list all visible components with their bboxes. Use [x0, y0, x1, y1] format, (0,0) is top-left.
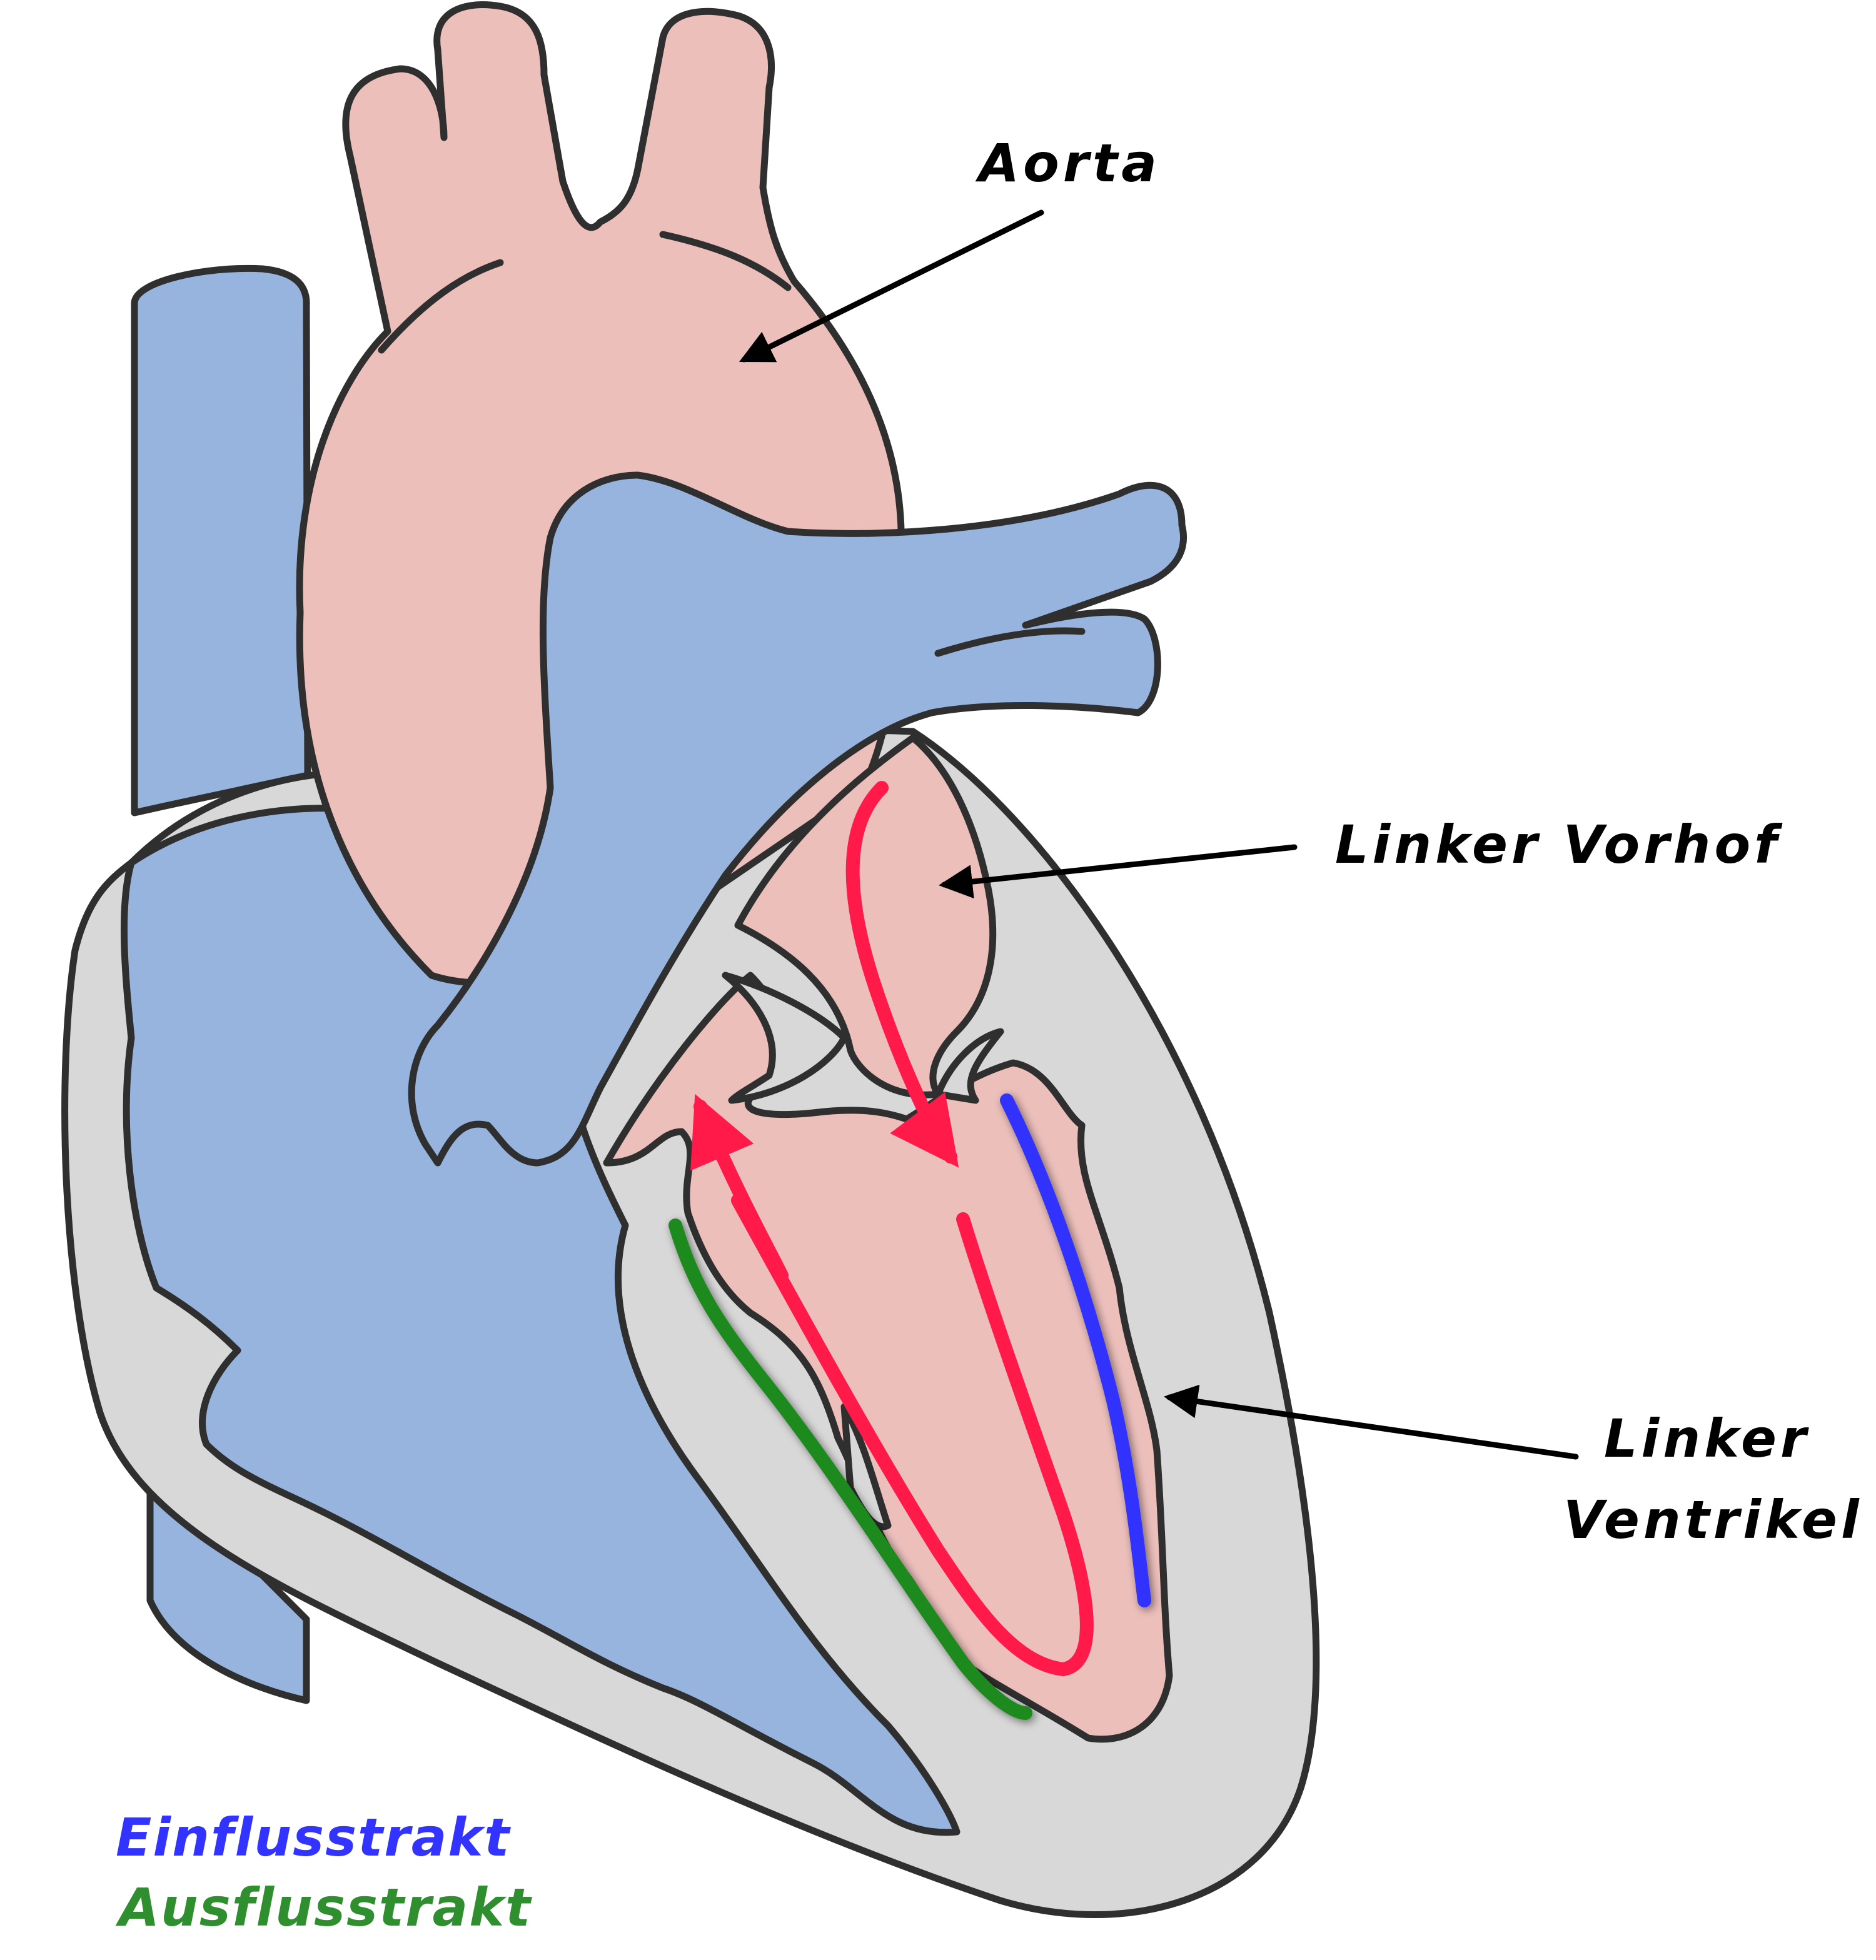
- left-atrium: [734, 734, 997, 1098]
- blood-flow-ventricle-loop: [731, 1194, 1094, 1677]
- legend-outflow: Ausflusstrakt: [115, 1877, 532, 1938]
- left-atrium-leader-arrow: [939, 844, 1298, 899]
- aorta-label: Aorta: [975, 133, 1161, 194]
- pulmonary-artery: [408, 471, 1188, 1167]
- left-atrium-label: Linker Vorhof: [1335, 814, 1783, 875]
- blood-flow-outflow-arrow: [690, 1093, 789, 1282]
- valve-leaflet-right: [934, 1028, 1004, 1104]
- left-ventricle-label-line1: Linker: [1604, 1408, 1810, 1469]
- legend-inflow: Einflusstrakt: [116, 1807, 511, 1868]
- inflow-tract-line: [1000, 1093, 1151, 1607]
- blood-flow-atrium-arrow: [845, 781, 959, 1168]
- inferior-vena-cava: [146, 1472, 310, 1704]
- outflow-tract-line: [668, 1219, 1032, 1720]
- left-ventricle-label-line2: Ventrikel: [1563, 1489, 1863, 1550]
- superior-vena-cava: [131, 264, 311, 817]
- aorta-leader-arrow: [739, 209, 1044, 363]
- left-ventricle-leader-arrow: [1164, 1384, 1579, 1460]
